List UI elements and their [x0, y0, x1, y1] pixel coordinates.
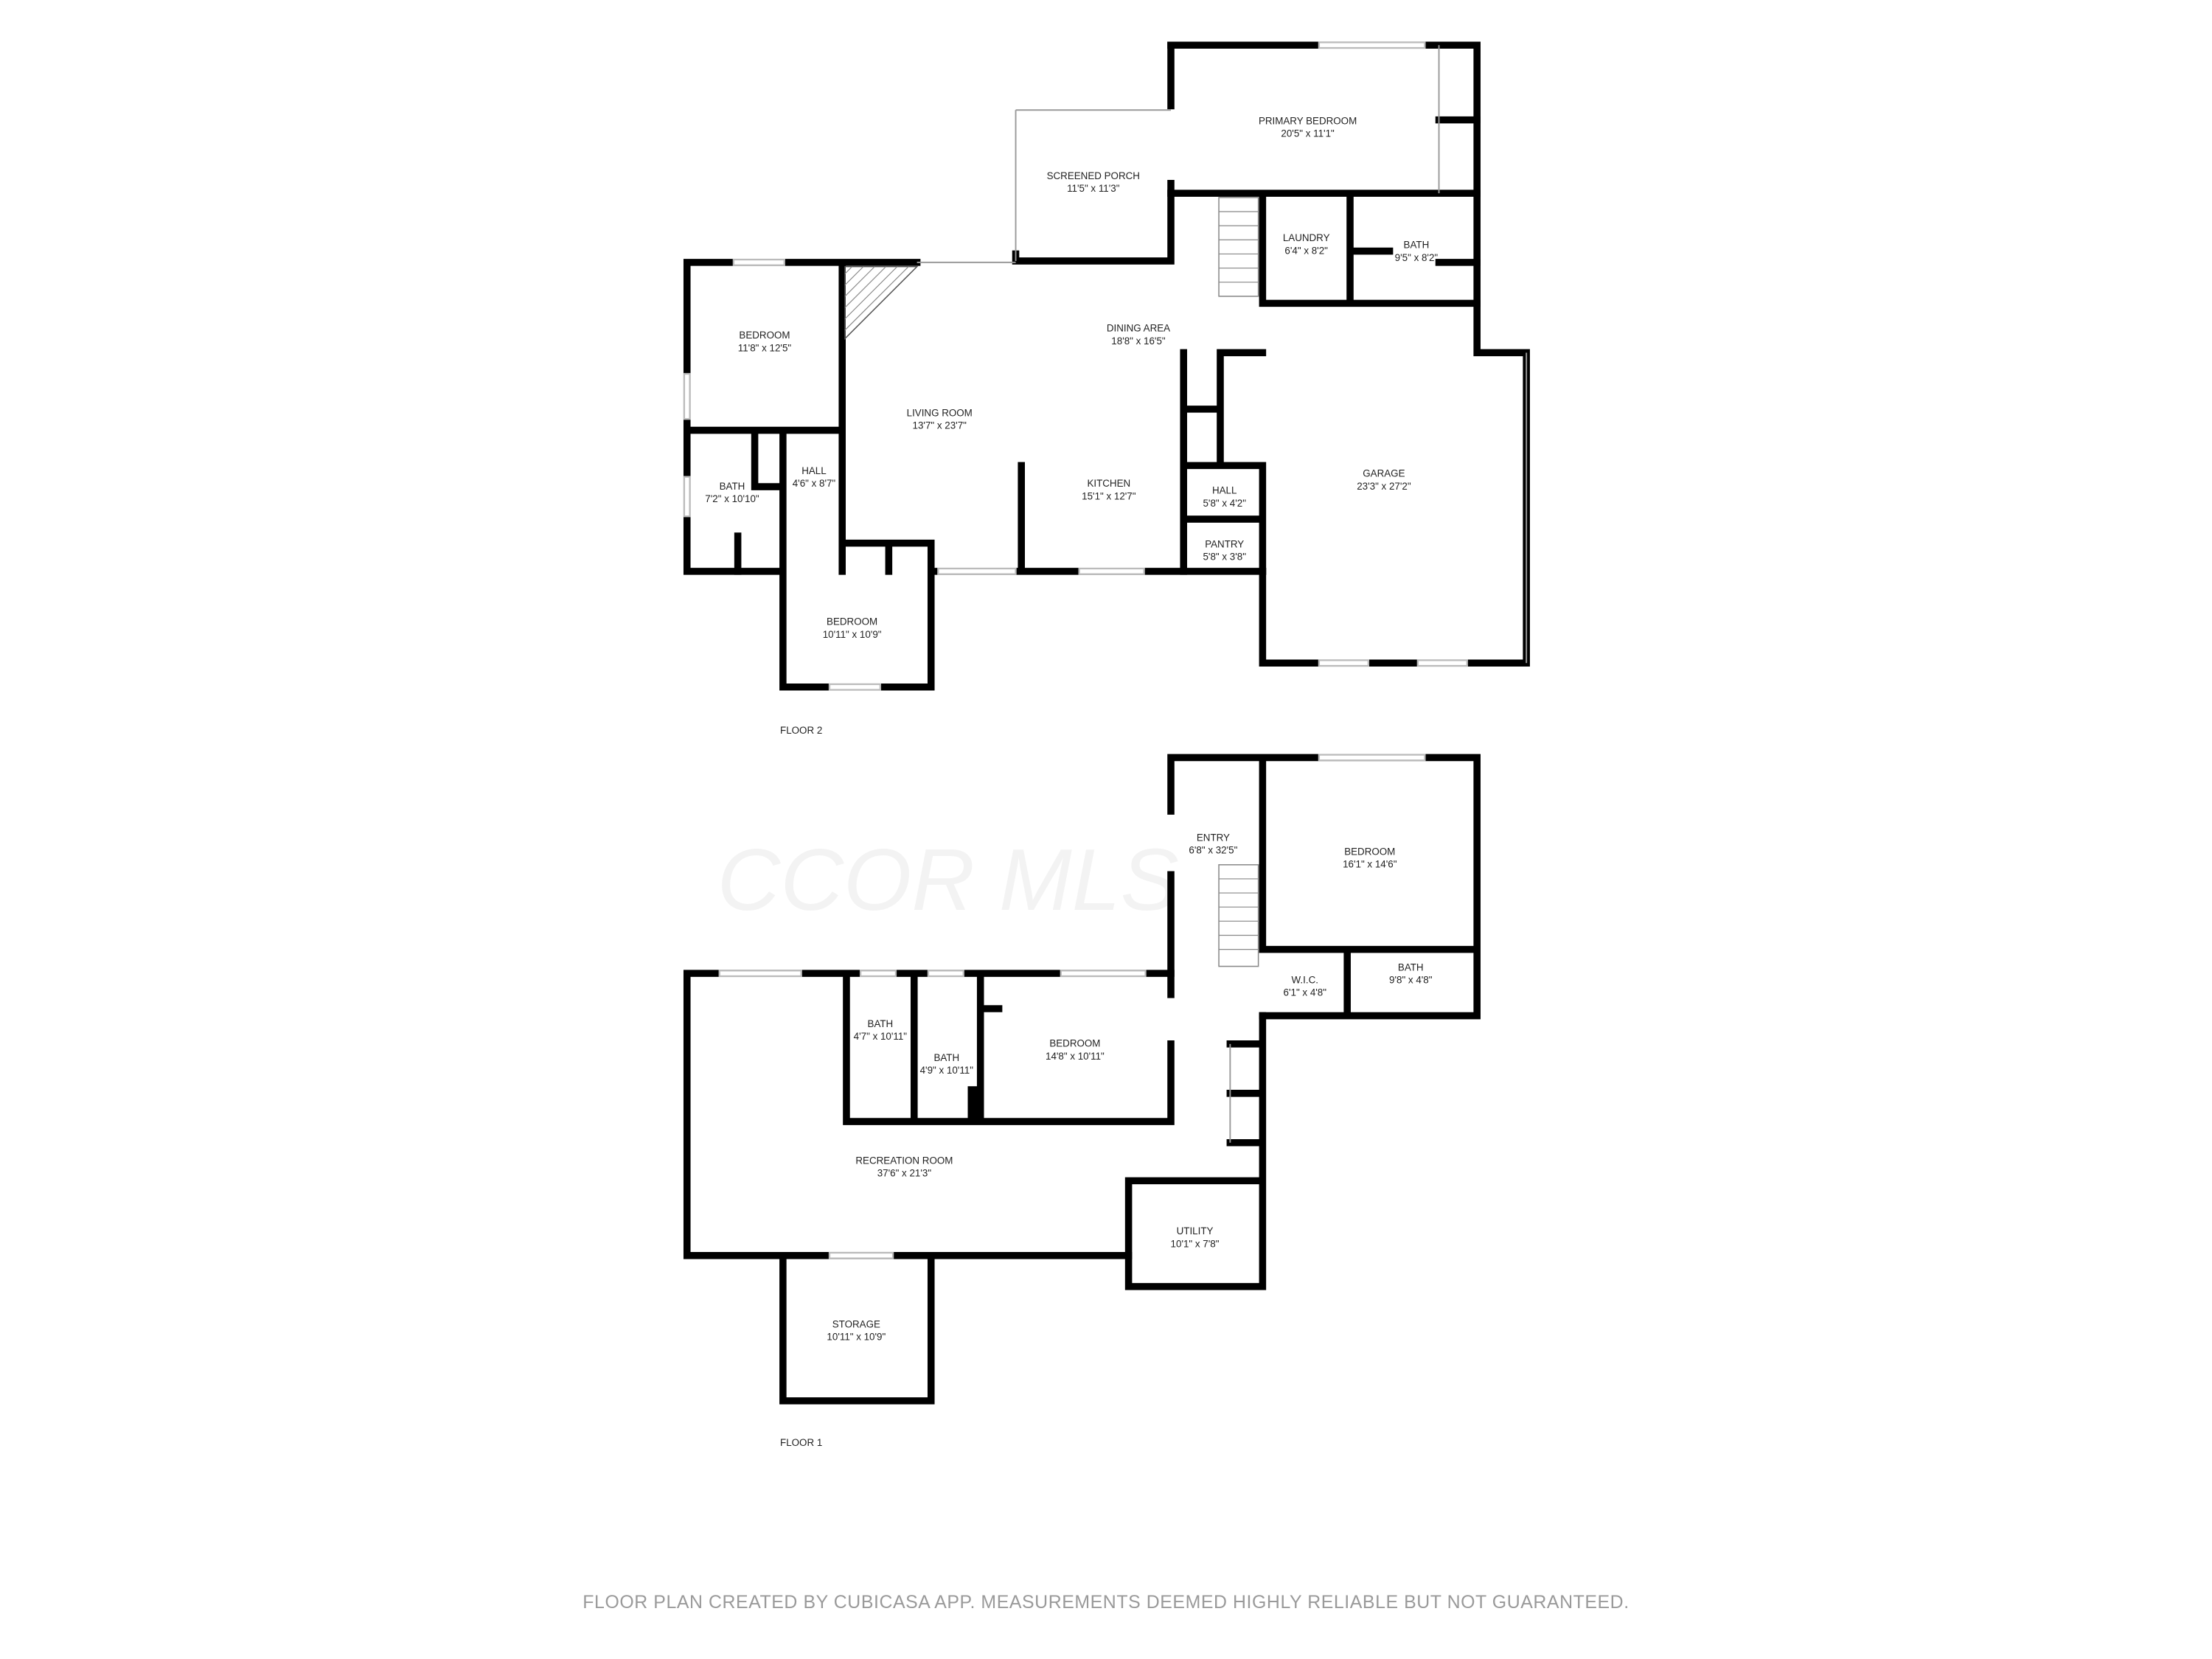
room-dimensions: 7'2" x 10'10": [705, 493, 759, 504]
room-label: W.I.C.6'1" x 4'8": [1284, 975, 1327, 998]
room-dimensions: 13'7" x 23'7": [913, 420, 967, 431]
room-dimensions: 10'11" x 10'9": [823, 629, 882, 640]
room-dimensions: 20'5" x 11'1": [1281, 128, 1335, 139]
room-dimensions: 10'11" x 10'9": [827, 1332, 886, 1343]
room-label: HALL 5'8" x 4'2": [1203, 485, 1246, 509]
room-name: STORAGE: [832, 1318, 880, 1329]
floor-1-labels: ENTRY 6'8" x 32'5" BEDROOM 16'1" x 14'6" W…: [780, 832, 1433, 1448]
room-label: LAUNDRY 6'4" x 8'2": [1283, 232, 1330, 256]
room-label: BATH 4'9" x 10'11": [920, 1052, 974, 1076]
room-label: LIVING ROOM 13'7" x 23'7": [907, 407, 973, 431]
room-label: BEDROOM 16'1" x 14'6": [1343, 846, 1397, 869]
room-name: LIVING ROOM: [907, 407, 973, 418]
fireplace-icon: [844, 265, 919, 341]
room-name: BEDROOM: [827, 616, 877, 627]
room-label: BEDROOM 14'8" x 10'11": [1046, 1038, 1105, 1062]
room-dimensions: 6'8" x 32'5": [1189, 845, 1237, 856]
room-dimensions: 14'8" x 10'11": [1046, 1051, 1105, 1062]
room-name: BATH: [868, 1018, 894, 1029]
room-name: HALL: [1212, 485, 1237, 496]
room-name: BEDROOM: [1344, 846, 1395, 857]
room-name: BATH: [720, 481, 745, 492]
room-dimensions: 11'5" x 11'3": [1067, 183, 1120, 194]
disclaimer-footer: FLOOR PLAN CREATED BY CUBICASA APP. MEAS…: [582, 1592, 1629, 1613]
room-dimensions: 4'7" x 10'11": [854, 1031, 908, 1042]
room-label: STORAGE 10'11" x 10'9": [827, 1318, 886, 1342]
room-label: SCREENED PORCH 11'5" x 11'3": [1047, 170, 1140, 194]
room-dimensions: 11'8" x 12'5": [738, 342, 792, 353]
room-dimensions: 4'9" x 10'11": [920, 1065, 974, 1076]
floor-2-walls: [683, 41, 1530, 691]
room-label: PANTRY 5'8" x 3'8": [1203, 538, 1246, 562]
room-label: RECREATION ROOM 37'6" x 21'3": [855, 1155, 953, 1178]
room-dimensions: 9'8" x 4'8": [1389, 975, 1433, 986]
room-name: LAUNDRY: [1283, 232, 1330, 243]
room-name: RECREATION ROOM: [855, 1155, 953, 1166]
floor-1-walls: [683, 754, 1481, 1405]
room-name: HALL: [801, 465, 826, 476]
room-dimensions: 37'6" x 21'3": [877, 1168, 932, 1179]
room-dimensions: 15'1" x 12'7": [1082, 490, 1136, 501]
room-name: BEDROOM: [1049, 1038, 1100, 1049]
room-name: BEDROOM: [739, 330, 790, 341]
room-name: BATH: [1398, 961, 1424, 973]
floor-2-label: FLOOR 2: [780, 725, 822, 736]
room-label: HALL 4'6" x 8'7": [793, 465, 836, 489]
room-label: PRIMARY BEDROOM 20'5" x 11'1": [1259, 115, 1357, 139]
room-dimensions: 4'6" x 8'7": [793, 478, 836, 489]
room-name: W.I.C.: [1292, 975, 1318, 986]
room-name: BATH: [1404, 240, 1430, 251]
room-name: PANTRY: [1205, 538, 1244, 549]
room-name: PRIMARY BEDROOM: [1259, 115, 1357, 126]
room-name: BATH: [933, 1052, 959, 1063]
floor-2-labels: PRIMARY BEDROOM 20'5" x 11'1" SCREENED PO…: [705, 115, 1438, 736]
room-name: SCREENED PORCH: [1047, 170, 1140, 181]
room-label: BEDROOM 10'11" x 10'9": [823, 616, 882, 640]
room-label: GARAGE 23'3" x 27'2": [1357, 468, 1411, 492]
room-label: BATH 9'8" x 4'8": [1389, 961, 1433, 985]
room-name: DINING AREA: [1107, 323, 1170, 334]
room-dimensions: 10'1" x 7'8": [1171, 1238, 1220, 1249]
room-name: UTILITY: [1177, 1225, 1214, 1237]
room-name: GARAGE: [1363, 468, 1405, 479]
room-dimensions: 9'5" x 8'2": [1395, 252, 1439, 263]
room-name: KITCHEN: [1087, 478, 1130, 489]
watermark: CCOR MLS: [717, 832, 1179, 929]
room-dimensions: 6'1" x 4'8": [1284, 987, 1327, 998]
floor-1-label: FLOOR 1: [780, 1437, 822, 1448]
room-dimensions: 6'4" x 8'2": [1284, 245, 1328, 256]
room-dimensions: 5'8" x 4'2": [1203, 498, 1246, 509]
room-dimensions: 18'8" x 16'5": [1111, 335, 1166, 347]
room-name: ENTRY: [1197, 832, 1230, 843]
room-label: BATH 4'7" x 10'11": [854, 1018, 908, 1042]
staircase-icon: [1218, 197, 1259, 297]
room-dimensions: 16'1" x 14'6": [1343, 859, 1397, 870]
room-label: ENTRY 6'8" x 32'5": [1189, 832, 1237, 855]
room-dimensions: 23'3" x 27'2": [1357, 481, 1411, 492]
room-dimensions: 5'8" x 3'8": [1203, 552, 1246, 563]
staircase-icon: [1218, 864, 1259, 967]
